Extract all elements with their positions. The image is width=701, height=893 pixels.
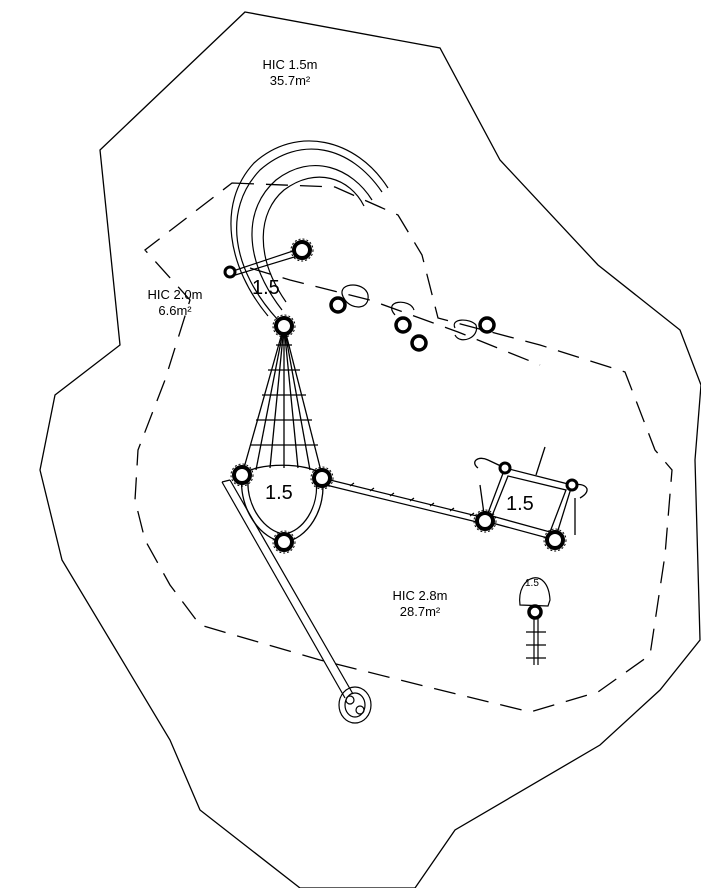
zone-label: HIC 1.5m 35.7m²: [250, 57, 330, 89]
slide-arch: [229, 140, 389, 321]
post-node: [473, 509, 497, 533]
zone-label: HIC 2.0m 6.6m²: [140, 287, 210, 319]
height-label-right-platform: 1.5: [506, 493, 534, 515]
zone-label-height: HIC 2.0m: [147, 287, 203, 302]
post-node: [230, 463, 254, 487]
post-node: [223, 265, 237, 279]
height-label-left-platform: 1.5: [265, 482, 293, 504]
post-node: [478, 316, 496, 334]
zone-label-height: HIC 1.5m: [262, 57, 318, 72]
post-node: [394, 316, 412, 334]
height-label-bench: 1.5: [525, 578, 539, 589]
zone-label-area: 6.6m²: [158, 303, 192, 318]
post-node: [527, 604, 543, 620]
zone-label-height: HIC 2.8m: [392, 588, 448, 603]
zone-label: HIC 2.8m 28.7m²: [380, 588, 460, 620]
post-node: [310, 466, 334, 490]
zone-label-area: 28.7m²: [399, 604, 441, 619]
post-node: [329, 296, 347, 314]
post-node: [410, 334, 428, 352]
rope-bridge: [321, 477, 486, 525]
post-node: [498, 461, 512, 475]
rocker-items: [341, 284, 478, 341]
height-label-arch: 1.5: [252, 277, 280, 299]
post-node: [565, 478, 579, 492]
bench-item: [519, 577, 551, 665]
dashed-zone: [134, 182, 673, 713]
post-node: [272, 530, 296, 554]
outer-fall-zone: [39, 11, 701, 889]
climbing-net: [241, 325, 323, 476]
post-node: [290, 238, 314, 262]
post-node: [543, 528, 567, 552]
post-node: [272, 314, 296, 338]
post-nodes: [223, 238, 579, 620]
zone-label-area: 35.7m²: [269, 73, 311, 88]
long-slide: [221, 479, 372, 724]
